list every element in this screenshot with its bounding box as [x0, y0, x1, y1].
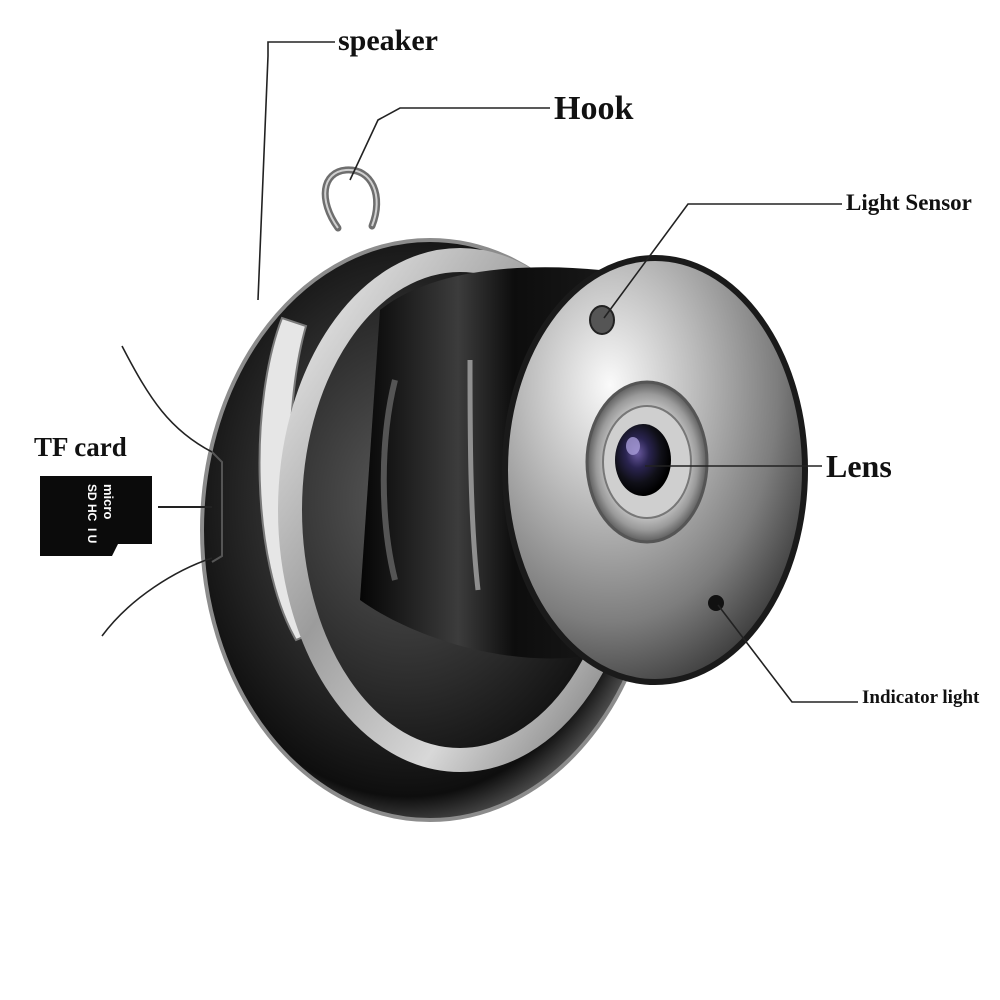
tf-slot-guide-lower — [101, 557, 213, 637]
sd-speed-text: I U — [85, 528, 99, 543]
micro-sd-card: micro SD HC I U — [40, 476, 152, 556]
tf-card-label: TF card — [34, 432, 127, 462]
speaker-leader-line — [257, 41, 335, 301]
hook-label: Hook — [554, 90, 634, 127]
light-sensor-leader-line — [603, 203, 842, 319]
lens-label: Lens — [826, 448, 892, 484]
sd-capacity-text: SD HC — [85, 484, 99, 522]
lens-glass — [615, 424, 671, 496]
indicator-leader-line — [717, 604, 858, 703]
hook-leader-line — [349, 107, 550, 181]
sd-brand-text: micro — [101, 484, 116, 519]
tf-slot-guide-upper — [121, 345, 213, 453]
speaker-label: speaker — [338, 24, 438, 57]
indicator-light-label: Indicator light — [862, 687, 980, 708]
light-sensor-label: Light Sensor — [846, 190, 972, 215]
